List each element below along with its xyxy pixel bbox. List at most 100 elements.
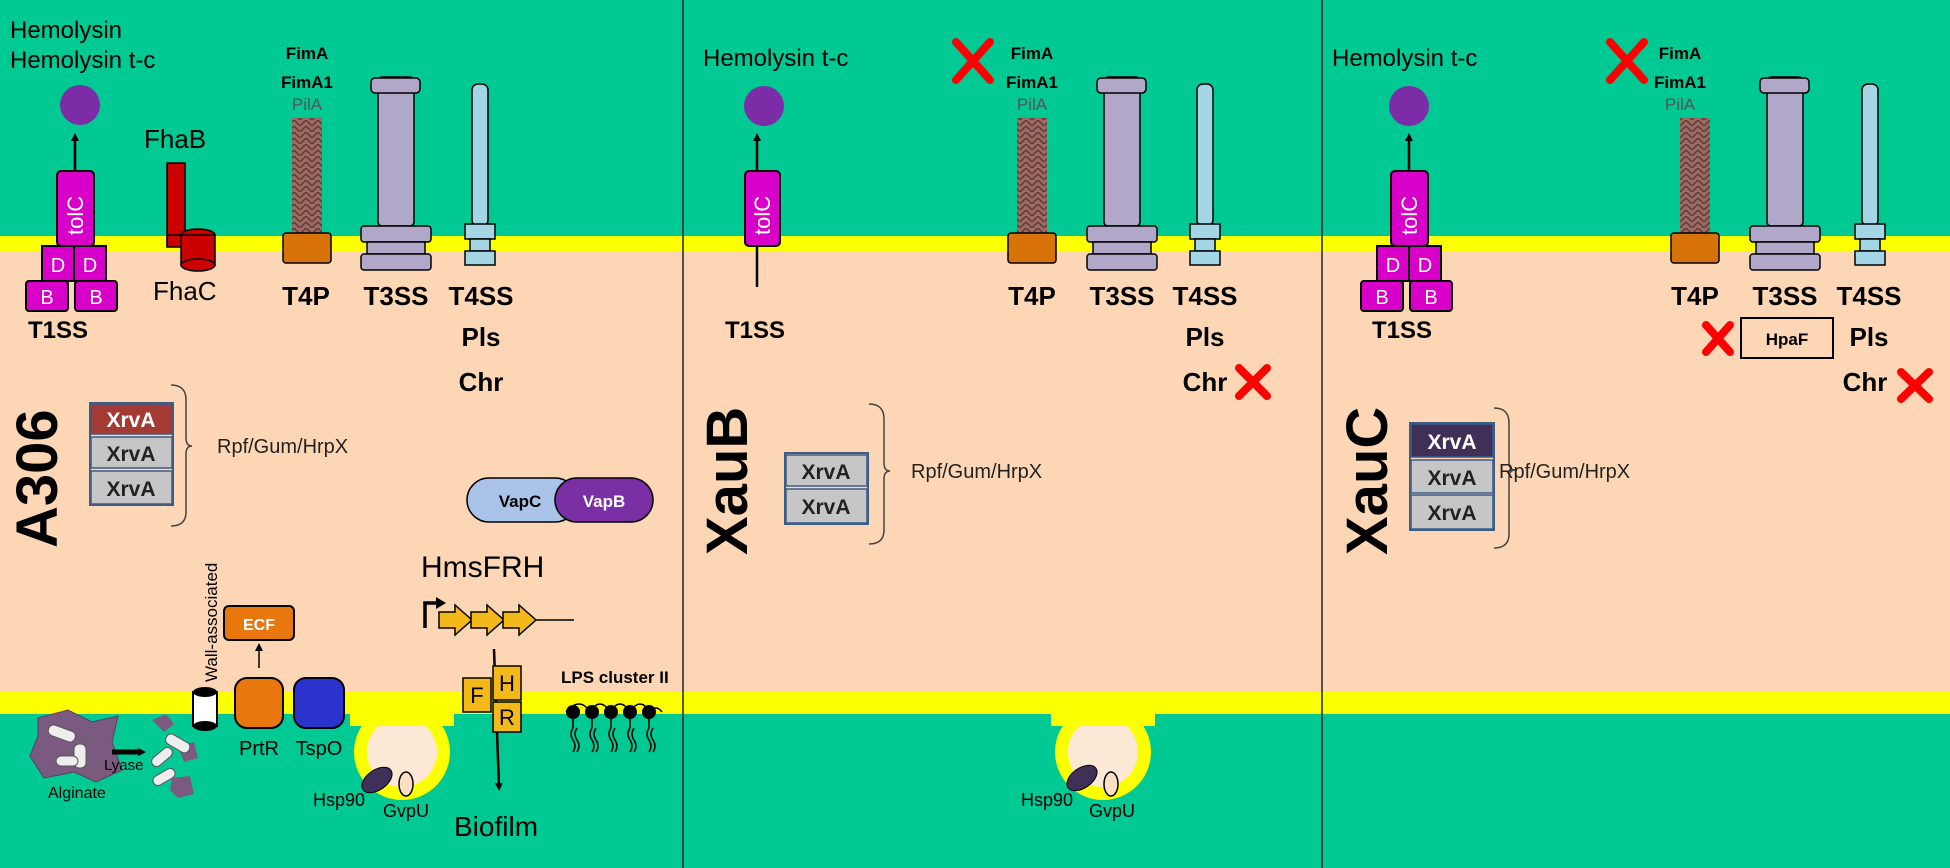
chr-label: Chr — [1843, 367, 1888, 397]
inner-membrane — [0, 692, 1950, 714]
xrva-label: XrvA — [1427, 467, 1476, 490]
t3ss-ring — [1092, 241, 1152, 255]
gvpu-protein — [398, 771, 414, 797]
hpaf-box — [1740, 317, 1834, 359]
tspo-protein — [293, 677, 345, 729]
ecf-label: ECF — [243, 617, 275, 634]
vapc-label: VapC — [499, 492, 542, 511]
t4p-base — [1670, 232, 1720, 264]
t4p-label: T4P — [1671, 281, 1719, 311]
pls-label: Pls — [1849, 322, 1888, 352]
b-subunit — [25, 280, 69, 312]
t3ss-ring — [366, 241, 426, 255]
chr-label: Chr — [459, 367, 504, 397]
fhab-label: FhaB — [144, 124, 206, 154]
pila-label: PilA — [292, 95, 323, 114]
strain-label: XauB — [695, 407, 760, 555]
xrva-box — [785, 488, 868, 524]
gene-arrow-icon — [438, 603, 474, 637]
strain-label: A306 — [5, 409, 70, 548]
b-subunit — [74, 280, 118, 312]
t4ss-label: T4SS — [1172, 281, 1237, 311]
ecf-protein — [223, 605, 295, 641]
gene-arrow-icon — [502, 603, 538, 637]
xrva-box — [1410, 494, 1494, 530]
pls-label: Pls — [1185, 322, 1224, 352]
panel-xaub: Hemolysin t-c tolC T1SS FimA FimA1 PilA … — [695, 38, 1271, 821]
hsp90-label: Hsp90 — [313, 790, 365, 810]
rpf-label: Rpf/Gum/HrpX — [1499, 461, 1630, 483]
panel-xauc: Hemolysin t-c tolC D D B B T1SS FimA Fim… — [1332, 38, 1933, 555]
xrva-label: XrvA — [801, 461, 850, 484]
pls-label: Pls — [461, 322, 500, 352]
cross-icon — [1235, 364, 1271, 400]
alginate-label: Alginate — [48, 785, 106, 802]
b-subunit — [1409, 280, 1453, 312]
prtr-label: PrtR — [239, 738, 279, 760]
hemolysin-molecule — [744, 86, 784, 126]
t1ss-label: T1SS — [28, 317, 88, 344]
d-subunit-label: D — [1418, 255, 1432, 277]
promoter-arrow-icon — [423, 597, 446, 628]
rpf-label: Rpf/Gum/HrpX — [911, 461, 1042, 483]
xrva-label: XrvA — [106, 478, 155, 501]
alginate-fragments — [151, 714, 198, 798]
vapb-label: VapB — [583, 492, 626, 511]
xrva-stack — [89, 402, 174, 506]
hemolysin-molecule — [1389, 86, 1429, 126]
tspo-label: TspO — [296, 738, 343, 760]
alginate-polymer — [29, 709, 123, 783]
t3ss-ring — [360, 253, 432, 271]
xrva-box — [90, 470, 173, 505]
fima1-label: FimA1 — [281, 73, 333, 92]
t4ss-pilus — [1196, 83, 1214, 227]
t4ss-ring — [464, 250, 496, 266]
fima-label: FimA — [1659, 44, 1702, 63]
grouping-bracket — [170, 384, 193, 527]
t3ss-tip — [1096, 77, 1147, 94]
t4ss-ring — [1854, 223, 1886, 240]
tolc-channel — [744, 170, 781, 247]
xrva-box — [90, 436, 173, 469]
hemolysin-tc-label: Hemolysin t-c — [703, 45, 848, 72]
strain-label: XauC — [1335, 407, 1400, 555]
xrva-box — [785, 454, 868, 487]
t4p-base — [1007, 232, 1057, 264]
t4ss-ring — [1859, 238, 1881, 252]
d-subunit — [73, 245, 107, 282]
d-subunit-label: D — [83, 255, 97, 277]
hemolysin-molecule — [60, 85, 100, 125]
hms-f-protein — [462, 677, 492, 713]
fima-label: FimA — [286, 44, 329, 63]
chr-label: Chr — [1183, 367, 1228, 397]
hms-h-label: H — [499, 671, 515, 696]
hmsfrh-label: HmsFRH — [421, 551, 544, 584]
xrva-box — [90, 403, 173, 435]
xrva-box — [1410, 459, 1494, 494]
t3ss-label: T3SS — [363, 281, 428, 311]
lyase-label: Lyase — [104, 757, 143, 774]
d-subunit — [1408, 245, 1442, 282]
t1ss-label: T1SS — [725, 317, 785, 344]
hms-h-protein — [492, 665, 522, 701]
pilus-fiber — [1680, 118, 1710, 236]
biofilm-label: Biofilm — [454, 811, 538, 842]
t4ss-ring — [464, 223, 496, 240]
cross-icon — [1606, 38, 1648, 84]
xrva-stack — [1409, 422, 1495, 531]
d-subunit-label: D — [51, 255, 65, 277]
xrva-label: XrvA — [1427, 502, 1476, 525]
cytoplasm — [0, 247, 1950, 692]
t3ss-ring — [1749, 253, 1821, 271]
vapb-protein — [554, 477, 654, 523]
pilus-fiber — [1017, 118, 1047, 236]
xrva-stack — [784, 452, 869, 525]
hms-r-protein — [492, 701, 522, 733]
t4ss-pilus — [471, 83, 489, 227]
hemolysin-tc-label: Hemolysin t-c — [1332, 45, 1477, 72]
gvpu-protein — [1103, 771, 1119, 797]
grouping-bracket — [868, 403, 891, 545]
t4ss-ring — [469, 238, 491, 252]
fima-label: FimA — [1011, 44, 1054, 63]
